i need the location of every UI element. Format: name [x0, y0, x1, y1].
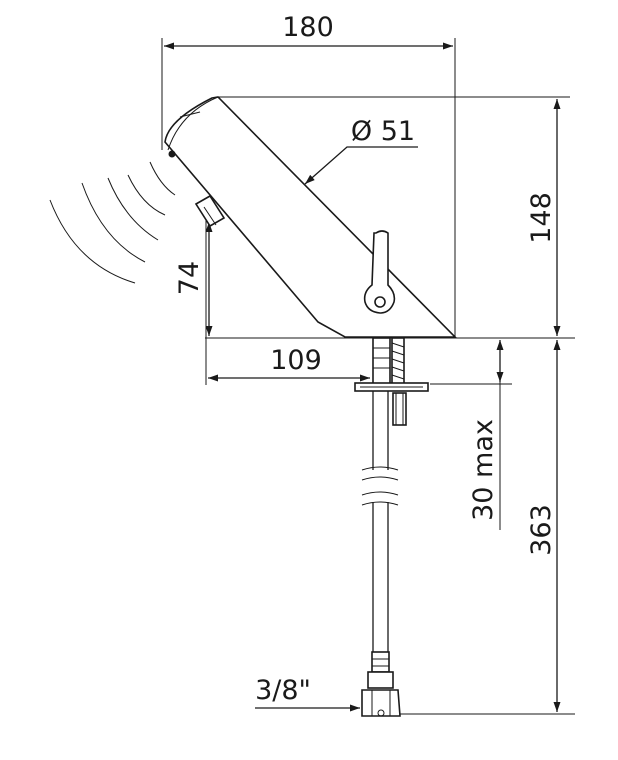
- hose-crimp: [367, 671, 394, 689]
- faucet-body: [164, 96, 457, 338]
- dim-148-label: 148: [526, 192, 557, 244]
- dim-74-label: 74: [174, 261, 205, 295]
- hose: [361, 391, 401, 717]
- dim-109-label: 109: [270, 345, 322, 376]
- dim-diameter-label: Ø 51: [351, 116, 415, 147]
- dim-363-label: 363: [526, 504, 557, 556]
- lever-handle: [363, 230, 396, 314]
- diameter-leader: [304, 146, 418, 185]
- sensor-eye-icon: [168, 150, 176, 158]
- dim-180-label: 180: [282, 12, 334, 43]
- sensor-window: [194, 194, 226, 228]
- sensor-wave-icon: [49, 161, 176, 284]
- dim-connection-label: 3/8": [255, 675, 311, 706]
- mounting-hardware: [354, 337, 429, 426]
- dim-30max-label: 30 max: [468, 419, 499, 521]
- hose-nut: [361, 689, 401, 717]
